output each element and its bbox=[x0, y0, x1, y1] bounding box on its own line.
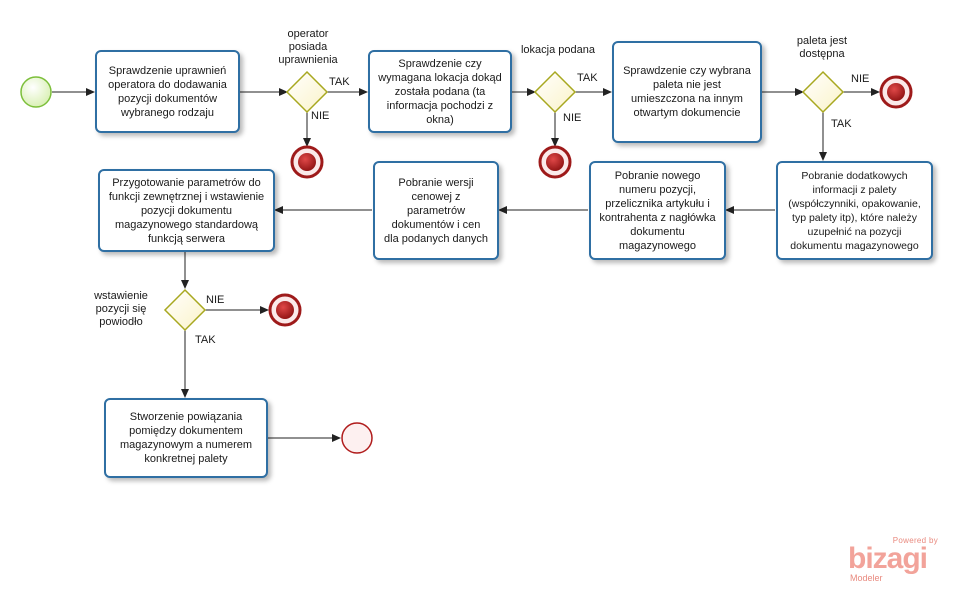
task-get-position-number[interactable]: Pobranie nowego numeru pozycji, przelicz… bbox=[589, 161, 726, 260]
gateway-label-location-given: lokacja podana bbox=[520, 44, 595, 56]
gateway-pallet-available bbox=[801, 70, 845, 114]
flow-label-g1-no: NIE bbox=[311, 110, 330, 122]
gateways bbox=[163, 70, 845, 332]
gateway-label-pallet-available: paleta jest dostępna bbox=[796, 35, 848, 60]
brand-product: Modeler bbox=[850, 573, 883, 583]
flow-label-g1-yes: TAK bbox=[329, 76, 350, 88]
flow-label-g4-yes: TAK bbox=[195, 334, 216, 346]
sequence-flows bbox=[52, 88, 880, 442]
flow-label-g4-no: NIE bbox=[206, 294, 225, 306]
end-event-pallet-unavailable bbox=[879, 75, 913, 109]
task-check-pallet-not-on-other-document[interactable]: Sprawdzenie czy wybrana paleta nie jest … bbox=[612, 41, 762, 143]
task-prepare-and-insert-position[interactable]: Przygotowanie parametrów do funkcji zewn… bbox=[98, 169, 275, 252]
flow-label-g3-yes: TAK bbox=[831, 118, 852, 130]
end-event-insert-failed bbox=[268, 293, 302, 327]
end-event-final bbox=[341, 422, 373, 454]
task-check-operator-permissions[interactable]: Sprawdzenie uprawnień operatora do dodaw… bbox=[95, 50, 240, 133]
brand-name: bizagi bbox=[848, 542, 928, 575]
flow-label-g2-no: NIE bbox=[563, 112, 582, 124]
end-event-no-permission bbox=[290, 145, 324, 179]
task-get-price-version[interactable]: Pobranie wersji cenowej z parametrów dok… bbox=[373, 161, 499, 260]
bizagi-logo: Powered by bizagi Modeler bbox=[848, 536, 938, 583]
brand-powered-by: Powered by bbox=[892, 536, 938, 545]
flow-label-g3-no: NIE bbox=[851, 73, 870, 85]
gateway-operator-permissions bbox=[285, 70, 329, 114]
gateway-location-given bbox=[533, 70, 577, 114]
gateway-label-insert-succeeded: wstawienie pozycji się powiodło bbox=[94, 290, 148, 328]
gateway-insert-succeeded bbox=[163, 288, 207, 332]
flow-label-g2-yes: TAK bbox=[577, 72, 598, 84]
end-events bbox=[268, 75, 913, 454]
start-event bbox=[20, 76, 52, 108]
gateway-label-operator-permissions: operator posiada uprawnienia bbox=[278, 28, 338, 66]
task-check-location-given[interactable]: Sprawdzenie czy wymagana lokacja dokąd z… bbox=[368, 50, 512, 133]
task-get-pallet-info[interactable]: Pobranie dodatkowych informacji z palety… bbox=[776, 161, 933, 260]
task-create-pallet-link[interactable]: Stworzenie powiązania pomiędzy dokumente… bbox=[104, 398, 268, 478]
end-event-no-location bbox=[538, 145, 572, 179]
